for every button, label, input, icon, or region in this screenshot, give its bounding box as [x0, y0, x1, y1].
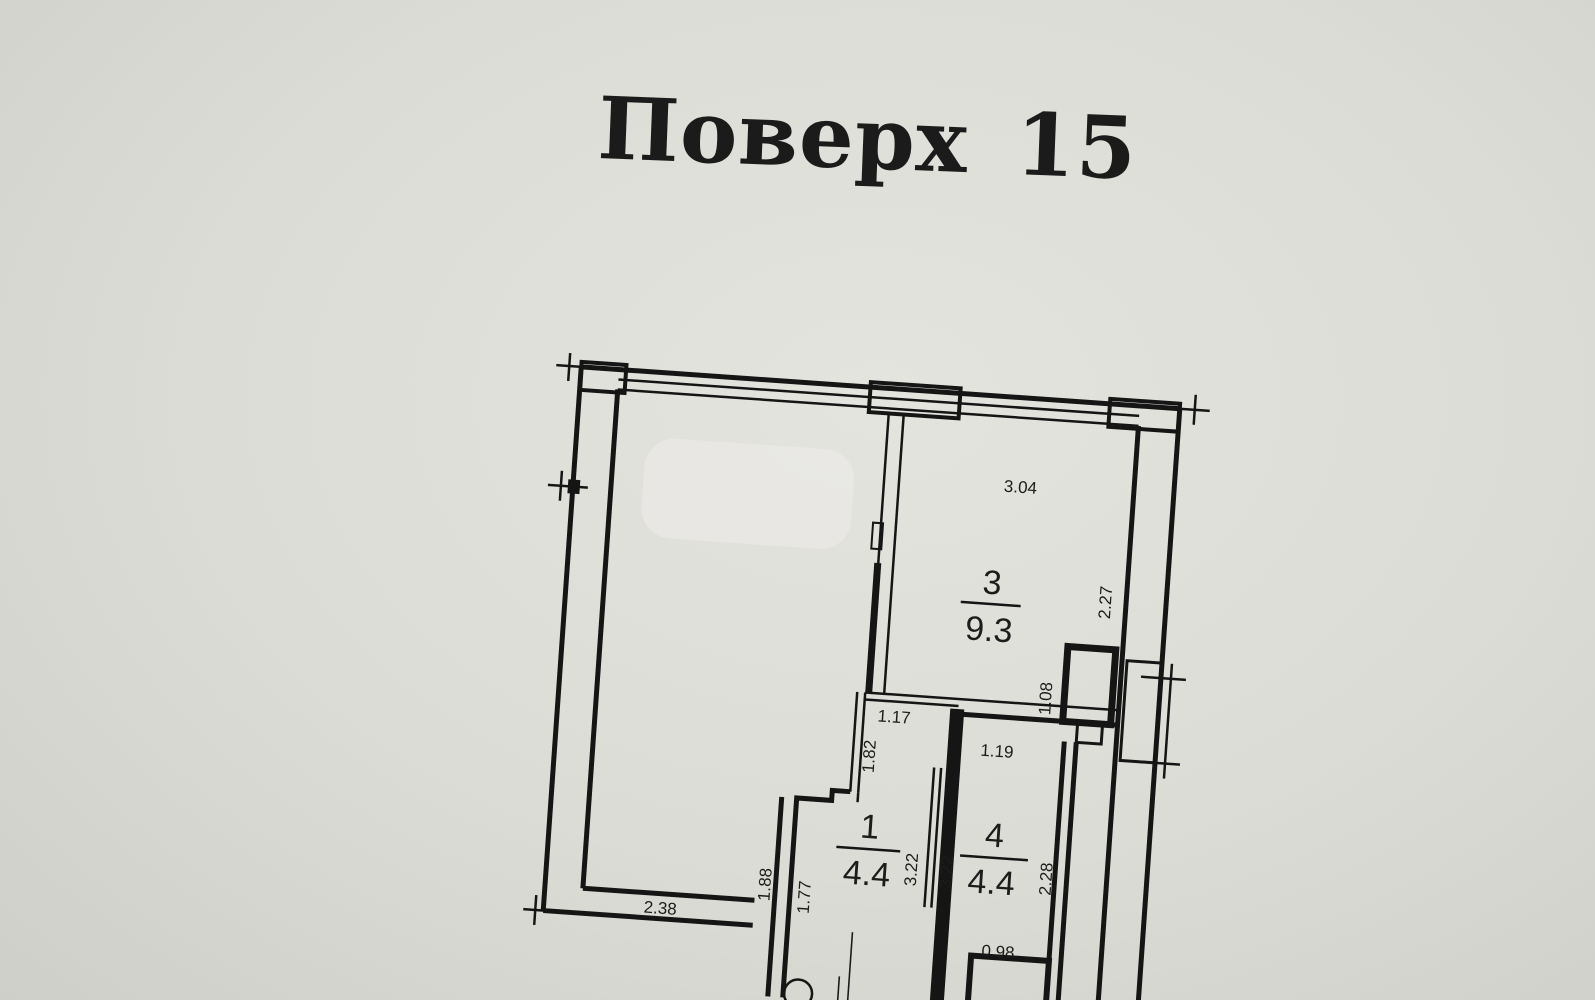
room-1-number: 1 — [859, 808, 881, 847]
room-3-label: 3 9.3 — [960, 563, 1021, 651]
room4-right-wall — [964, 741, 1079, 1000]
left-ticks — [523, 352, 597, 926]
dim-1-19: 1.19 — [980, 741, 1014, 762]
top-wall-blocks — [577, 359, 1183, 434]
room-4-area: 4.4 — [966, 862, 1016, 903]
dim-1-08: 1.08 — [1035, 681, 1056, 715]
partition-room3-left — [865, 413, 905, 694]
blurred-label — [641, 438, 855, 549]
dim-3-22-right: 3.22 — [936, 855, 957, 889]
dim-2-28: 2.28 — [1036, 862, 1057, 896]
dim-2-27: 2.27 — [1095, 585, 1116, 619]
floor-plan-group: 3 9.3 1 4.4 4 4.4 3.04 2.27 1.08 1.17 1.… — [523, 352, 1210, 1000]
room1-walls — [765, 691, 867, 998]
room-4-number: 4 — [984, 816, 1006, 855]
right-ticks — [1118, 394, 1210, 779]
room-1-label: 1 4.4 — [836, 808, 901, 895]
partition-room1-room4 — [923, 708, 965, 1000]
room-1-area: 4.4 — [842, 853, 892, 894]
room-3-number: 3 — [981, 563, 1003, 602]
dim-3-22-left: 3.22 — [901, 852, 922, 886]
dim-3-04: 3.04 — [1003, 477, 1037, 498]
dimension-labels: 3.04 2.27 1.08 1.17 1.19 1.82 3.22 3.22 … — [643, 477, 1116, 963]
room-3-area: 9.3 — [964, 609, 1014, 650]
room-4-label: 4 4.4 — [959, 816, 1028, 903]
dim-1-77: 1.77 — [794, 880, 815, 914]
door-hints — [782, 932, 854, 1000]
shaft-block — [1058, 642, 1120, 746]
dim-1-82: 1.82 — [859, 739, 880, 773]
dim-1-88: 1.88 — [754, 867, 775, 901]
dim-2-38: 2.38 — [643, 898, 677, 919]
dim-1-17: 1.17 — [877, 706, 911, 727]
outer-walls — [540, 364, 1183, 1000]
dim-0-98: 0.98 — [981, 941, 1015, 962]
